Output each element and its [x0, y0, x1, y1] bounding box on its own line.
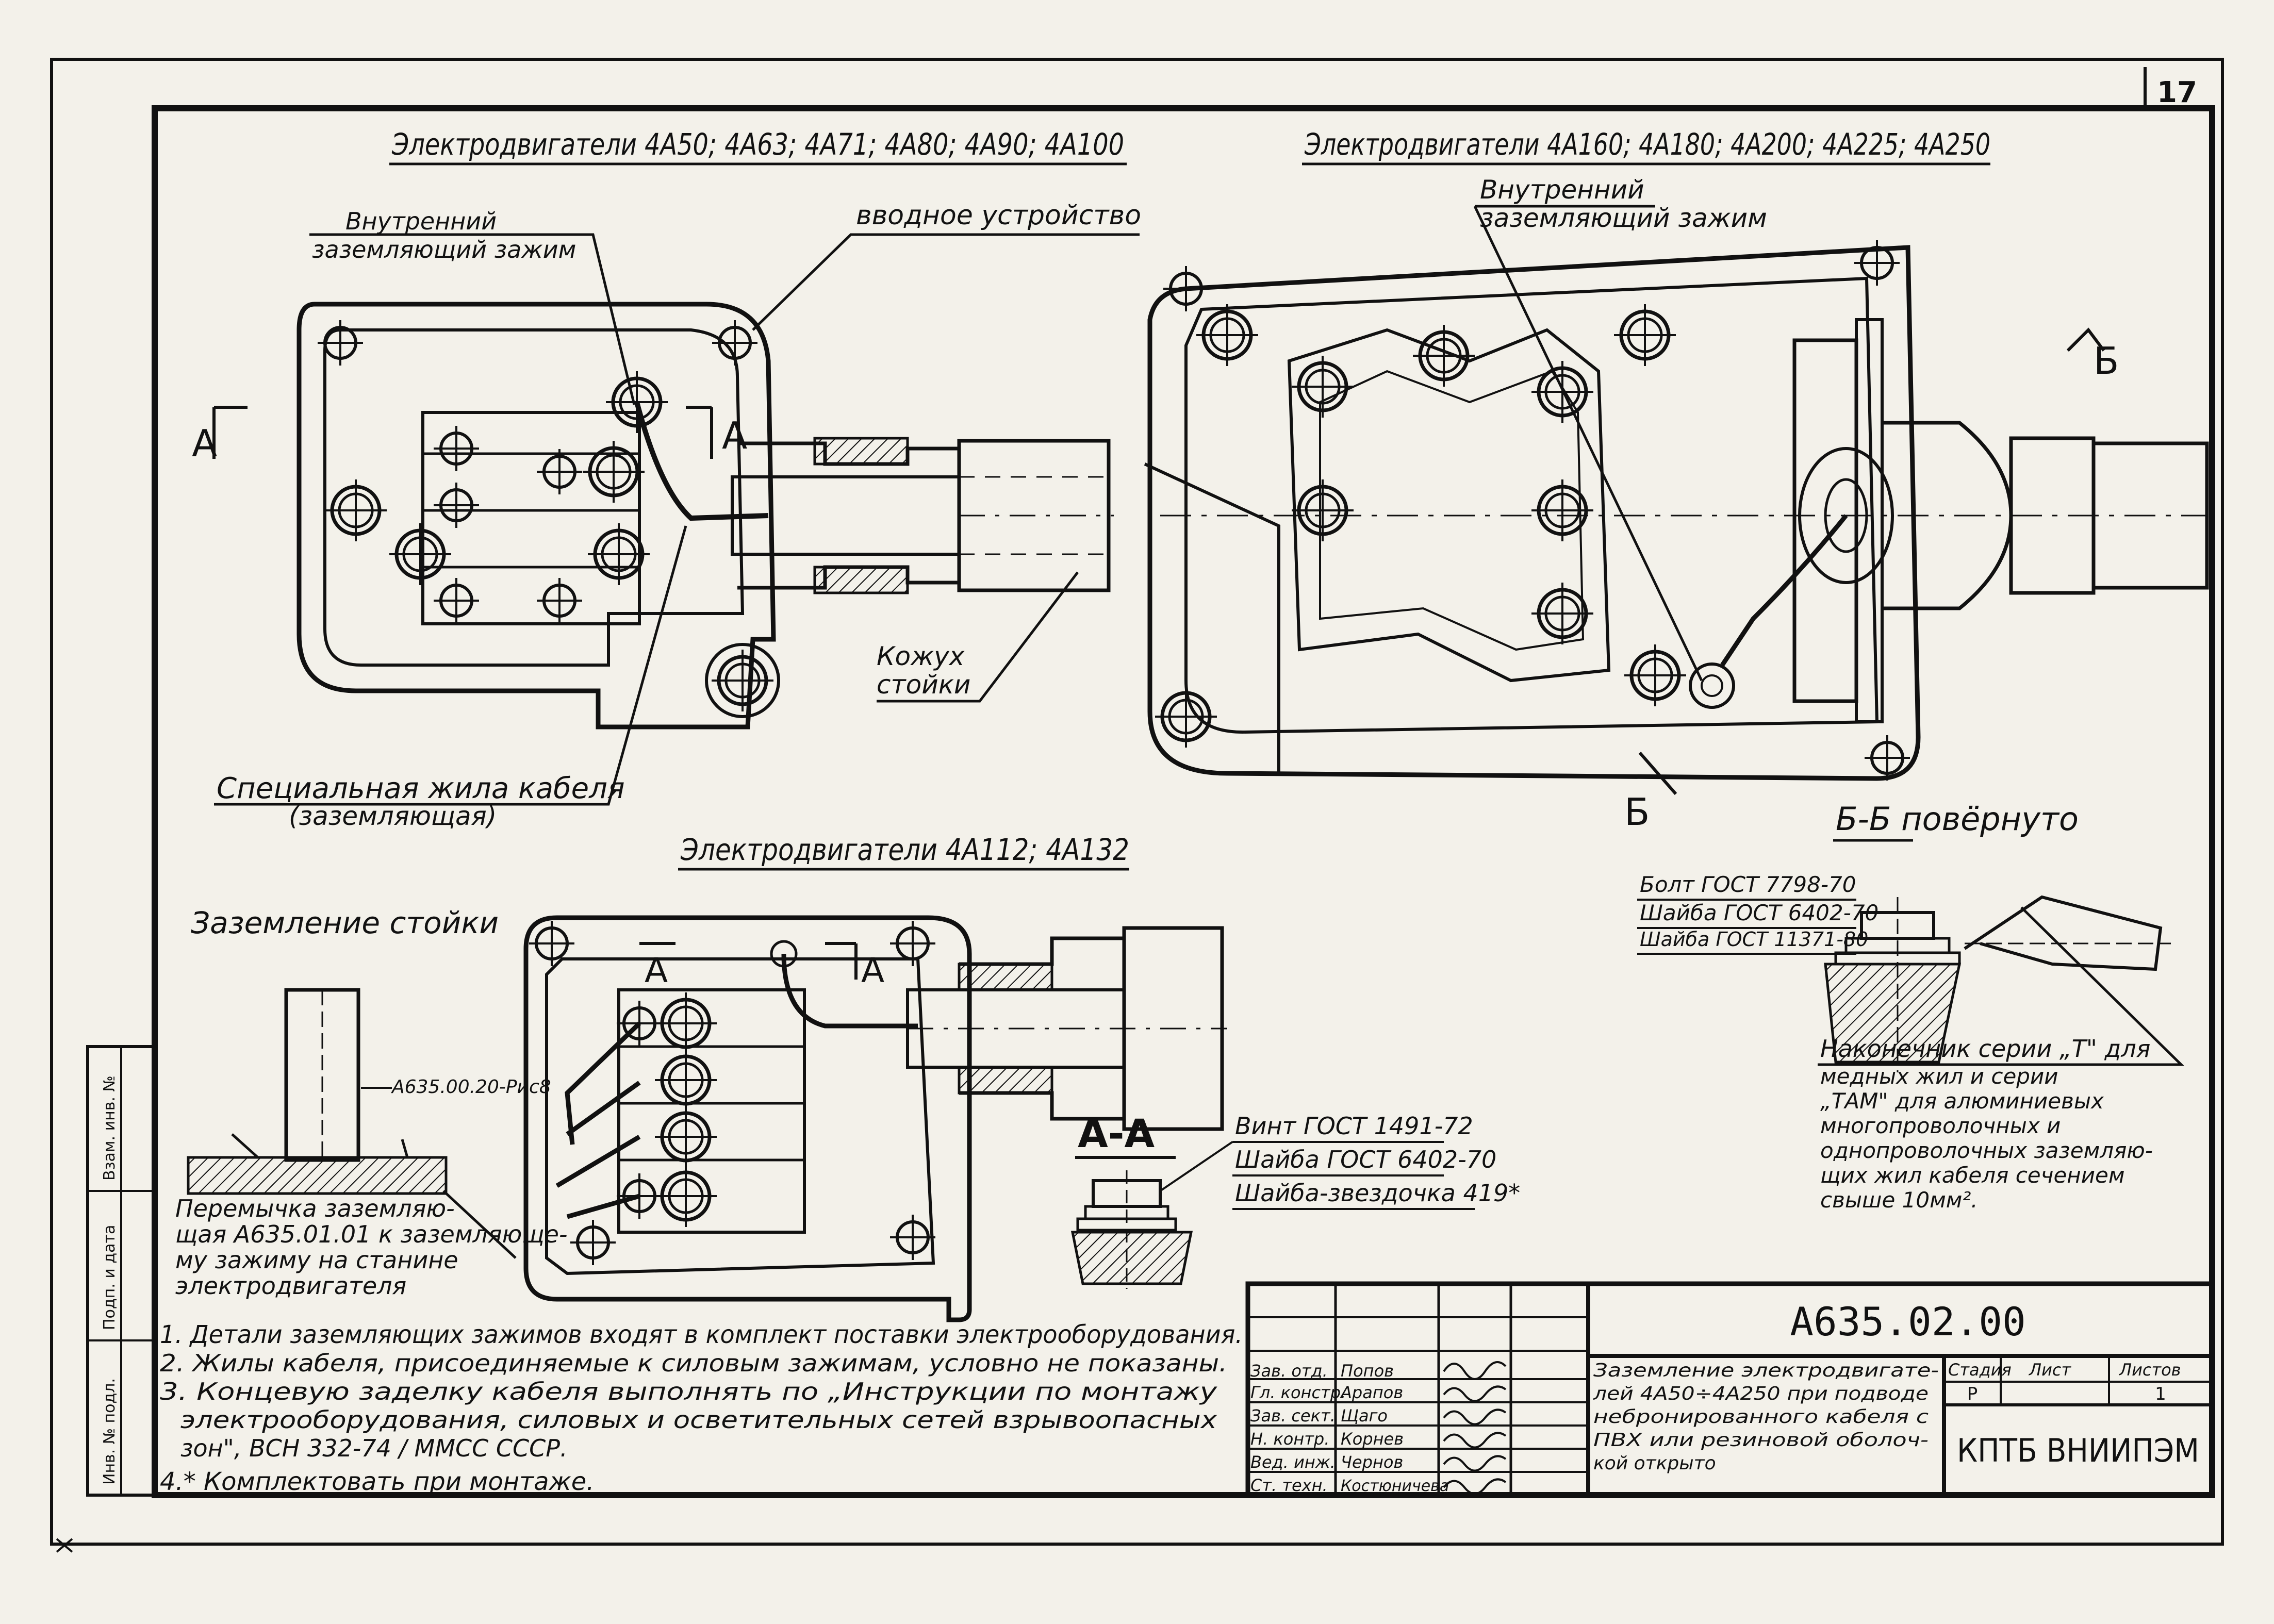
section-bb-detail [1824, 895, 2171, 1072]
role-name-3: Щаго [1341, 1406, 1388, 1426]
signatures [1443, 1361, 1507, 1495]
svg-text:кой открыто: кой открыто [1593, 1453, 1716, 1474]
role-name-2: Арапов [1340, 1383, 1403, 1402]
svg-text:Шайба ГОСТ 11371-80: Шайба ГОСТ 11371-80 [1640, 928, 1868, 951]
svg-text:Шайба ГОСТ 6402-70: Шайба ГОСТ 6402-70 [1235, 1146, 1496, 1173]
svg-text:щая А635.01.01 к заземляюще-: щая А635.01.01 к заземляюще- [175, 1220, 568, 1248]
title-block [1245, 1281, 2215, 1498]
section-bb-label: Б-Б повёрнуто [1836, 800, 2079, 838]
svg-text:Специальная жила кабеля: Специальная жила кабеля [217, 772, 625, 805]
role-6: Ст. техн. [1250, 1476, 1328, 1495]
svg-text:стойки: стойки [877, 670, 970, 700]
header-sheets: Листов [2119, 1360, 2181, 1380]
svg-text:(заземляющая): (заземляющая) [289, 801, 497, 831]
header-stage: Стадия [1948, 1360, 2012, 1380]
callout-inner-clamp-small: Внутренний заземляющий зажим [309, 207, 636, 405]
callout-bolt-specs: Болт ГОСТ 7798-70 Шайба ГОСТ 6402-70 Шай… [1637, 872, 1878, 955]
svg-text:Внутренний: Внутренний [345, 207, 497, 235]
role-name-4: Корнев [1341, 1429, 1404, 1449]
svg-text:му зажиму на станине: му зажиму на станине [175, 1246, 458, 1274]
callout-entry-device: вводное устройство [752, 200, 1141, 331]
ground-stand-title: Заземление стойки [191, 905, 499, 940]
role-3: Зав. сект. [1250, 1406, 1336, 1426]
note-2: 2. Жилы кабеля, присоединяемые к силовым… [160, 1349, 1227, 1377]
ground-stand-drawing [187, 988, 517, 1259]
svg-text:Шайба ГОСТ 6402-70: Шайба ГОСТ 6402-70 [1640, 900, 1878, 925]
organization-name: КПТБ ВНИИПЭМ [1957, 1432, 2199, 1469]
callout-casing: Кожух стойки [877, 571, 1079, 703]
strip-label-1: Инв. № подл. [101, 1378, 119, 1485]
svg-text:свыше 10мм².: свыше 10мм². [1820, 1187, 1978, 1213]
terminal-box-small [296, 302, 780, 730]
cut-mark-b-top: Б [2094, 339, 2119, 383]
svg-text:заземляющий зажим: заземляющий зажим [312, 236, 576, 263]
svg-text:медных жил и серии: медных жил и серии [1820, 1064, 2058, 1089]
svg-text:заземляющий зажим: заземляющий зажим [1480, 203, 1767, 233]
cut-mark-a-mid-left: А [645, 951, 668, 990]
callout-lug-note: Наконечник серии „Т" для медных жил и се… [1818, 906, 2185, 1213]
svg-text:однопроволочных заземляю-: однопроволочных заземляю- [1820, 1138, 2153, 1163]
view-mid-title: Электродвигатели 4А112; 4А132 [680, 832, 1129, 867]
callout-inner-clamp-large: Внутренний заземляющий зажим [1473, 175, 1767, 682]
note-3: 3. Концевую заделку кабеля выполнять по … [160, 1378, 1217, 1405]
svg-text:небронированного кабеля с: небронированного кабеля с [1593, 1406, 1929, 1428]
note-1: 1. Детали заземляющих зажимов входят в к… [160, 1320, 1243, 1349]
role-name-1: Попов [1341, 1361, 1394, 1381]
svg-text:Заземление электродвигате-: Заземление электродвигате- [1593, 1360, 1939, 1381]
role-1: Зав. отд. [1250, 1361, 1328, 1381]
role-4: Н. контр. [1250, 1429, 1329, 1449]
view-large-title: Электродвигатели 4А160; 4А180; 4А200; 4А… [1304, 127, 1990, 162]
section-aa-detail [1070, 1170, 1193, 1289]
section-aa-label: А-А [1078, 1111, 1155, 1156]
svg-text:многопроволочных и: многопроволочных и [1820, 1113, 2061, 1138]
notes: 1. Детали заземляющих зажимов входят в к… [160, 1320, 1243, 1496]
svg-text:Внутренний: Внутренний [1480, 175, 1644, 205]
terminal-box-large [1144, 240, 2209, 781]
terminal-box-mid [523, 915, 972, 1322]
view-small-title: Электродвигатели 4А50; 4А63; 4А71; 4А80;… [391, 127, 1124, 162]
strip-label-3: Взам. инв. № [101, 1075, 119, 1181]
role-5: Вед. инж. [1250, 1452, 1336, 1472]
header-sheet: Лист [2029, 1360, 2071, 1380]
cable-entry-small [731, 437, 1114, 594]
title-description: Заземление электродвигате- лей 4А50÷4А25… [1593, 1360, 1939, 1474]
title-block-roles: Зав. отд. Попов Гл. констр. Арапов Зав. … [1250, 1361, 1449, 1495]
svg-text:лей 4А50÷4А250 при подводе: лей 4А50÷4А250 при подводе [1593, 1383, 1929, 1404]
sheet-frame [50, 58, 2224, 1546]
svg-text:Кожух: Кожух [877, 641, 965, 671]
svg-text:Наконечник серии „Т" для: Наконечник серии „Т" для [1820, 1035, 2150, 1063]
note-3b: электрооборудования, силовых и осветител… [180, 1406, 1217, 1434]
callout-special-core: Специальная жила кабеля (заземляющая) [214, 525, 687, 831]
svg-text:Болт ГОСТ 7798-70: Болт ГОСТ 7798-70 [1640, 872, 1856, 897]
svg-text:„ТАМ" для алюминиевых: „ТАМ" для алюминиевых [1820, 1088, 2104, 1114]
vertical-strip: Инв. № подл. Подп. и дата Взам. инв. № [86, 1045, 156, 1497]
cut-mark-a-mid-right: А [861, 951, 884, 990]
role-2: Гл. констр. [1250, 1383, 1346, 1402]
page-number: 17 [2157, 76, 2197, 109]
stage-value: Р [1967, 1384, 1978, 1404]
svg-text:Перемычка заземляю-: Перемычка заземляю- [175, 1195, 455, 1222]
note-3c: зон", ВСН 332-74 / ММСС СССР. [180, 1434, 568, 1462]
svg-text:электродвигателя: электродвигателя [175, 1272, 406, 1300]
svg-text:щих жил кабеля сечением: щих жил кабеля сечением [1820, 1163, 2125, 1188]
callout-screw-specs: Винт ГОСТ 1491-72 Шайба ГОСТ 6402-70 Шай… [1159, 1112, 1520, 1210]
cut-mark-b-bottom: Б [1624, 790, 1650, 834]
cable-entry-mid [906, 926, 1227, 1131]
role-name-6: Костюничева [1341, 1477, 1449, 1495]
note-4: 4.* Комплектовать при монтаже. [160, 1467, 595, 1496]
svg-text:Винт ГОСТ 1491-72: Винт ГОСТ 1491-72 [1235, 1112, 1473, 1140]
document-code: А635.02.00 [1790, 1299, 2026, 1345]
svg-text:ПВХ или резиновой оболоч-: ПВХ или резиновой оболоч- [1593, 1430, 1929, 1451]
sheets-total-value: 1 [2155, 1384, 2166, 1404]
svg-text:Шайба-звездочка 419*: Шайба-звездочка 419* [1235, 1179, 1520, 1207]
role-name-5: Чернов [1341, 1452, 1403, 1472]
cut-mark-a-right: А [722, 414, 747, 457]
strip-label-2: Подп. и дата [101, 1225, 119, 1330]
svg-text:вводное устройство: вводное устройство [856, 200, 1141, 231]
callout-jumper: Перемычка заземляю- щая А635.01.01 к заз… [175, 1195, 568, 1300]
corner-mark [56, 1538, 73, 1553]
